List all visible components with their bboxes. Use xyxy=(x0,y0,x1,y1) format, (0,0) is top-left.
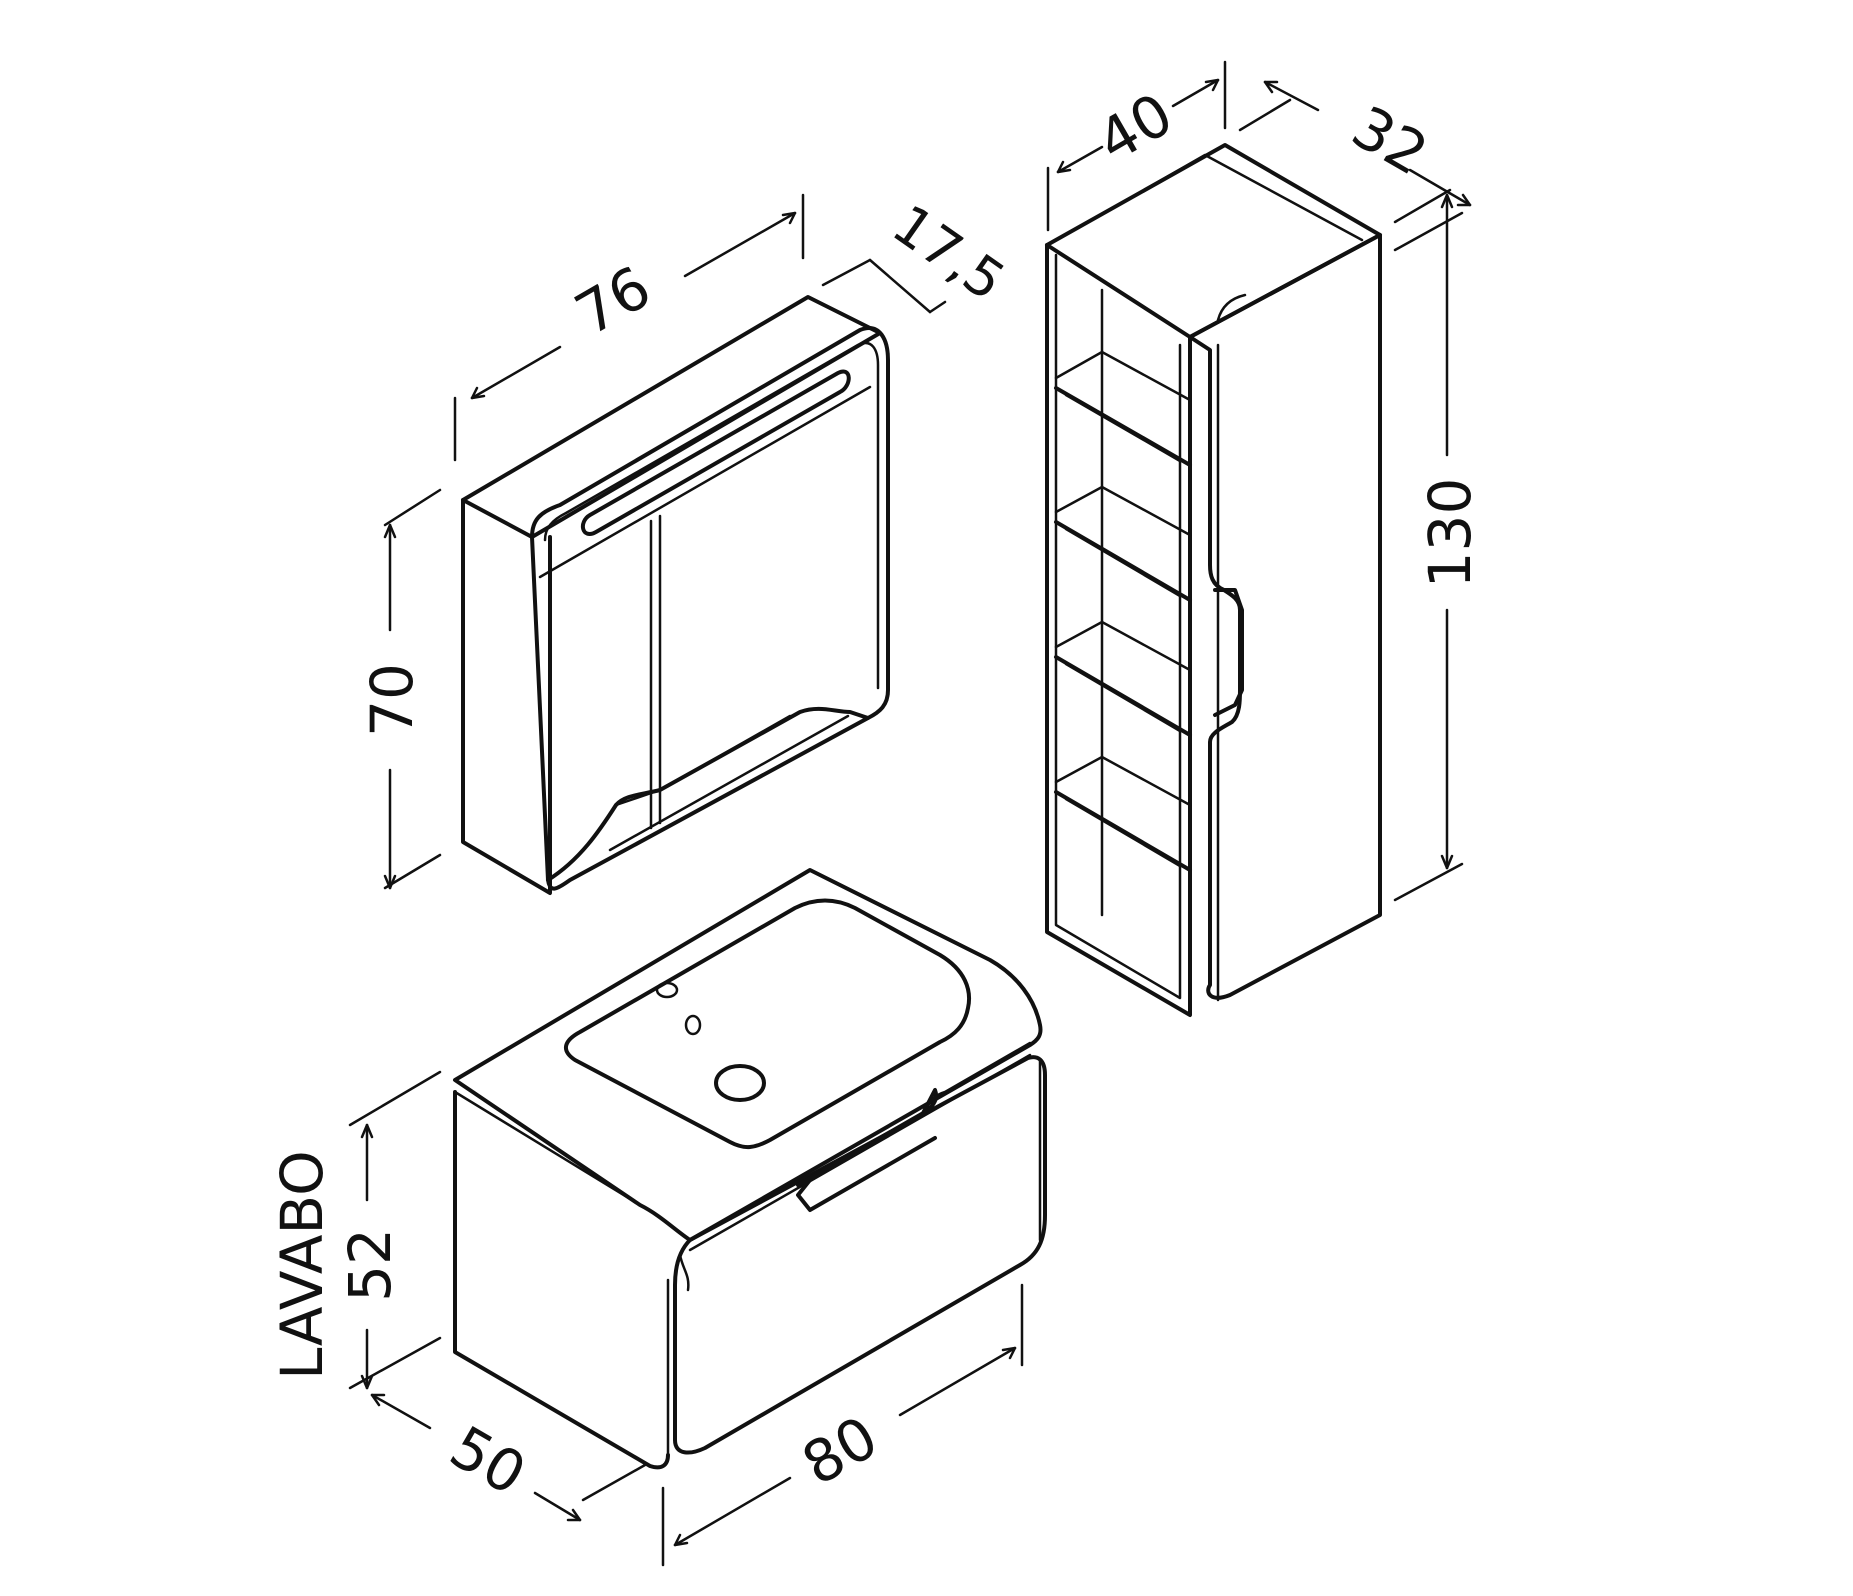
label-mirror-height: 70 xyxy=(358,663,426,737)
label-column-height: 130 xyxy=(1416,478,1484,589)
dim-column-height: 130 xyxy=(1393,193,1484,902)
dim-mirror-width: 76 xyxy=(453,193,805,462)
dim-mirror-depth: 17,5 xyxy=(821,193,1016,314)
column-cabinet-top xyxy=(1045,143,1382,339)
column-shelf-frame xyxy=(1045,243,1192,1017)
vanity-left-face xyxy=(453,1090,670,1470)
drain-hole xyxy=(714,1064,766,1102)
vanity-countertop xyxy=(453,868,1043,1242)
drawer-handle xyxy=(796,1088,939,1212)
overflow-hole xyxy=(684,1014,702,1036)
label-mirror-width: 76 xyxy=(564,253,662,349)
dim-mirror-height: 70 xyxy=(358,488,442,890)
label-column-depth: 32 xyxy=(1341,93,1439,189)
label-mirror-depth: 17,5 xyxy=(881,193,1016,314)
label-vanity-width: 80 xyxy=(791,1403,889,1499)
dim-column-depth: 32 xyxy=(1238,80,1472,224)
column-cabinet xyxy=(1045,143,1382,1017)
dim-vanity-depth: 50 xyxy=(370,1393,647,1522)
label-vanity-height: 52 xyxy=(336,1228,404,1302)
dim-vanity-width: 80 xyxy=(661,1283,1024,1567)
label-vanity-name: LAVABO xyxy=(268,1150,336,1380)
tap-hole xyxy=(655,981,679,999)
basin-bowl xyxy=(564,898,971,1149)
mirror-cabinet-front xyxy=(530,326,890,891)
mirror-wave xyxy=(546,706,870,882)
dim-vanity-height: 52 xyxy=(336,1070,442,1390)
mirror-cabinet-side xyxy=(461,498,552,895)
vanity-unit xyxy=(453,868,1047,1470)
column-shelves xyxy=(1054,350,1192,872)
vanity-drawer xyxy=(673,1055,1047,1455)
label-vanity-depth: 50 xyxy=(439,1413,537,1509)
dim-column-width: 40 xyxy=(1046,60,1227,232)
column-door-handle xyxy=(1213,588,1244,717)
label-column-width: 40 xyxy=(1086,80,1184,176)
mirror-cabinet xyxy=(461,295,890,895)
mirror-lamp xyxy=(580,369,851,536)
